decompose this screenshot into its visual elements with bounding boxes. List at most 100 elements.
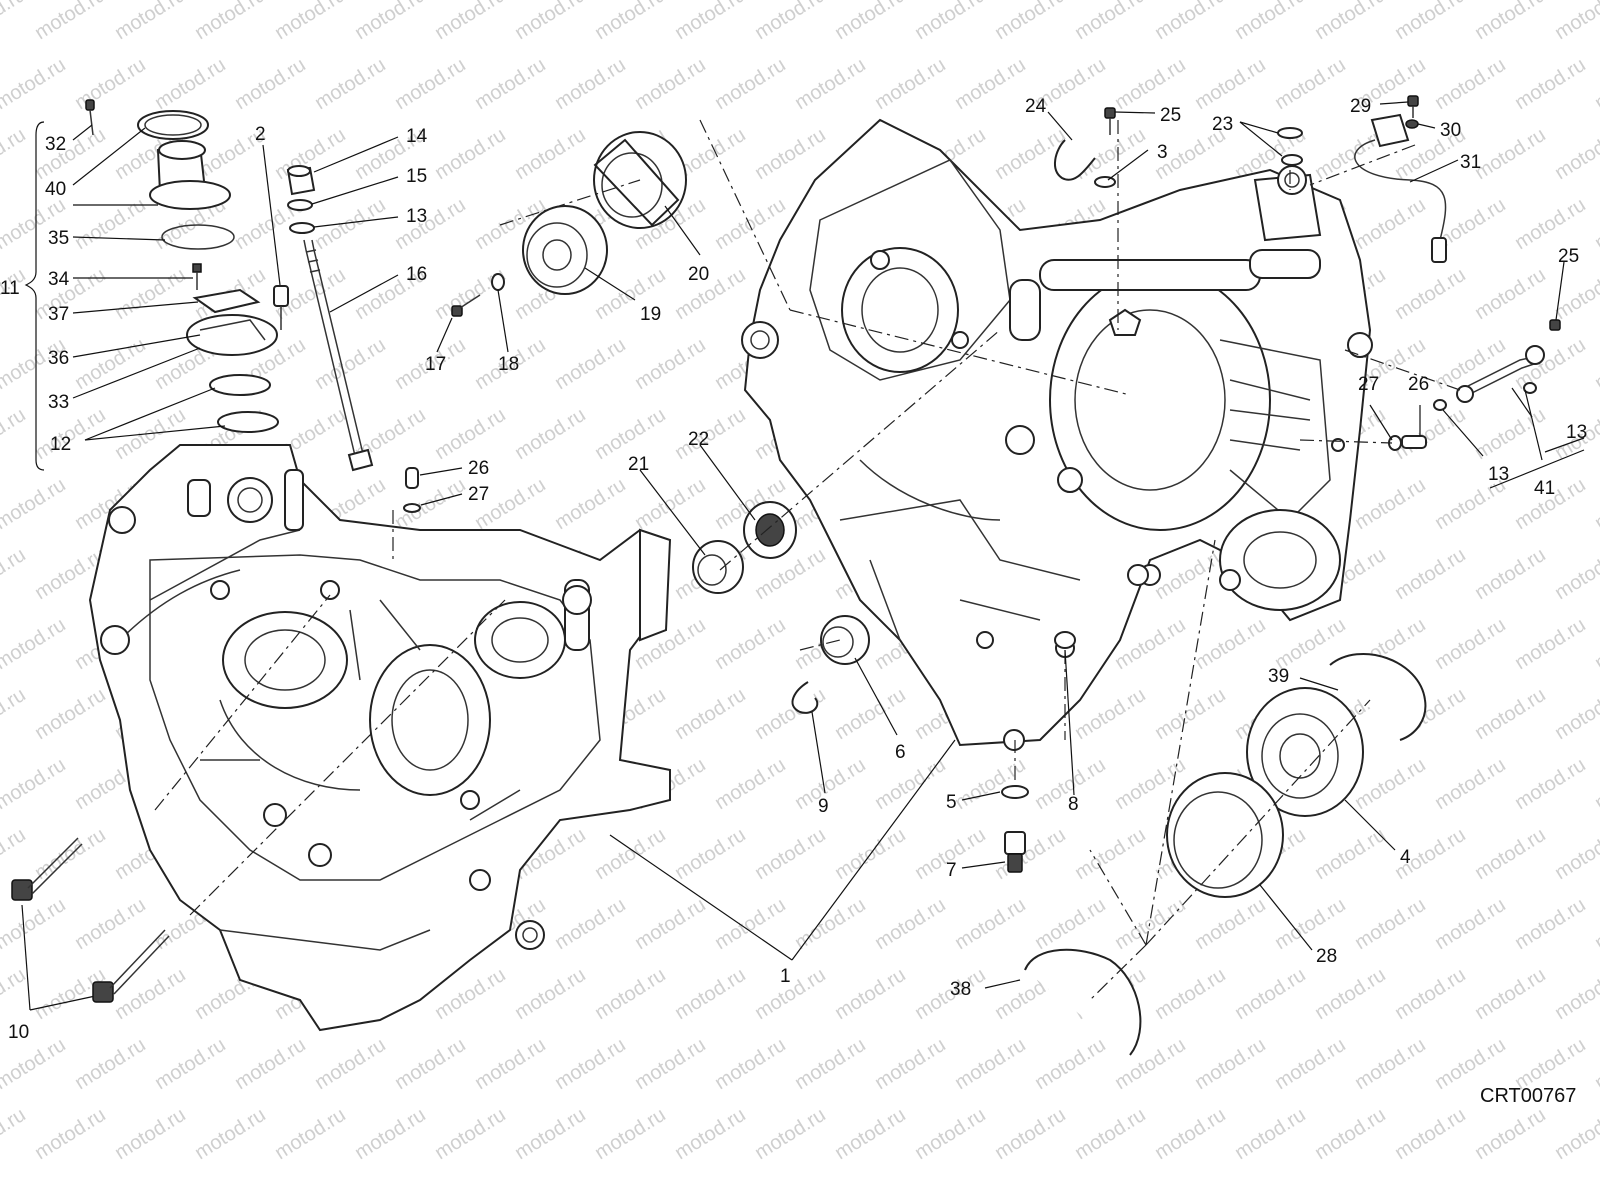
callout-30: 30 (1440, 120, 1461, 141)
watermark-text: motod.ru (551, 1034, 630, 1094)
watermark-text: motod.ru (1511, 894, 1590, 954)
callout-19: 19 (640, 304, 661, 325)
watermark-text: motod.ru (1391, 964, 1470, 1024)
watermark-text: motod.ru (1311, 1104, 1390, 1164)
watermark-text: motod.ru (1471, 684, 1550, 744)
watermark-text: motod.ru (551, 894, 630, 954)
watermark-text: motod.ru (1151, 1104, 1230, 1164)
watermark-text: motod.ru (951, 54, 1030, 114)
watermark-text: motod.ru (1311, 0, 1390, 44)
bolts-10 (11, 837, 170, 1003)
watermark-text: motod.ru (0, 964, 30, 1024)
watermark-text: motod.ru (751, 824, 830, 884)
watermark-text: motod.ru (311, 54, 390, 114)
watermark-text: motod.ru (31, 0, 110, 44)
watermark-text: motod.ru (991, 1104, 1070, 1164)
callout-12: 12 (50, 434, 71, 455)
watermark-text: motod.ru (31, 124, 110, 184)
callout-35: 35 (48, 228, 69, 249)
callout-1: 1 (780, 966, 791, 987)
watermark-text: motod.ru (431, 1104, 510, 1164)
callout-7: 7 (946, 860, 957, 881)
watermark-text: motod.ru (751, 1104, 830, 1164)
watermark-text: motod.ru (911, 1104, 990, 1164)
watermark-text: motod.ru (951, 754, 1030, 814)
watermark-text: motod.ru (1591, 614, 1600, 674)
watermark-text: motod.ru (791, 54, 870, 114)
watermark-text: motod.ru (111, 264, 190, 324)
watermark-text: motod.ru (311, 1034, 390, 1094)
watermark-text: motod.ru (831, 684, 910, 744)
watermark-text: motod.ru (1351, 194, 1430, 254)
watermark-text: motod.ru (671, 684, 750, 744)
watermark-text: motod.ru (671, 964, 750, 1024)
callout-34: 34 (48, 269, 70, 290)
watermark-text: motod.ru (231, 54, 310, 114)
watermark-text: motod.ru (1271, 894, 1350, 954)
watermark-text: motod.ru (71, 334, 150, 394)
watermark-text: motod.ru (551, 474, 630, 534)
callout-40: 40 (45, 179, 66, 200)
watermark-text: motod.ru (431, 264, 510, 324)
callout-23: 23 (1212, 114, 1233, 135)
watermark-text: motod.ru (0, 614, 70, 674)
callout-16: 16 (406, 264, 427, 285)
watermark-text: motod.ru (31, 1104, 110, 1164)
callout-26-repeat: 26 (1408, 374, 1429, 395)
watermark-text: motod.ru (0, 824, 30, 884)
watermark-text: motod.ru (71, 1034, 150, 1094)
watermark-text: motod.ru (471, 1034, 550, 1094)
watermark-text: motod.ru (591, 824, 670, 884)
watermark-text: motod.ru (1551, 544, 1600, 604)
watermark-text: motod.ru (1071, 0, 1150, 44)
watermark-text: motod.ru (711, 614, 790, 674)
watermark-text: motod.ru (1431, 614, 1510, 674)
callout-29: 29 (1350, 96, 1371, 117)
watermark-text: motod.ru (391, 474, 470, 534)
assembly-centerlines (154, 119, 1461, 1001)
watermark-text: motod.ru (1191, 54, 1270, 114)
watermark-text: motod.ru (1551, 124, 1600, 184)
watermark-text: motod.ru (1351, 894, 1430, 954)
watermark-text: motod.ru (1431, 894, 1510, 954)
watermark-text: motod.ru (1191, 614, 1270, 674)
watermark-text: motod.ru (351, 0, 430, 44)
watermark-text: motod.ru (1231, 1104, 1310, 1164)
watermark-text: motod.ru (391, 194, 470, 254)
watermark-text: motod.ru (791, 1034, 870, 1094)
watermark-text: motod.ru (631, 334, 710, 394)
watermark-text: motod.ru (71, 194, 150, 254)
watermark-text: motod.ru (711, 1034, 790, 1094)
stud-and-nut-parts (273, 165, 505, 513)
watermark-text: motod.ru (1551, 1104, 1600, 1164)
callout-9: 9 (818, 796, 829, 817)
callout-11: 11 (0, 278, 20, 299)
watermark-text: motod.ru (1431, 754, 1510, 814)
watermark-text: motod.ru (1551, 964, 1600, 1024)
watermark-text: motod.ru (1071, 1104, 1150, 1164)
watermark-text: motod.ru (1391, 404, 1470, 464)
watermark-text: motod.ru (831, 0, 910, 44)
watermark-text: motod.ru (31, 684, 110, 744)
watermark-text: motod.ru (1471, 124, 1550, 184)
callout-33: 33 (48, 392, 69, 413)
watermark-text: motod.ru (1031, 1034, 1110, 1094)
watermark-text: motod.ru (591, 1104, 670, 1164)
callout-4: 4 (1400, 847, 1411, 868)
watermark-text: motod.ru (1591, 754, 1600, 814)
watermark-text: motod.ru (1551, 684, 1600, 744)
watermark-text: motod.ru (391, 1034, 470, 1094)
watermark-text: motod.ru (71, 54, 150, 114)
callout-22: 22 (688, 429, 709, 450)
watermark-text: motod.ru (1471, 264, 1550, 324)
watermark-text: motod.ru (551, 54, 630, 114)
left-crankcase-half (88, 444, 672, 1032)
callout-36: 36 (48, 348, 69, 369)
watermark-text: motod.ru (1591, 474, 1600, 534)
watermark-text: motod.ru (951, 1034, 1030, 1094)
callout-15: 15 (406, 166, 427, 187)
callout-25: 25 (1160, 105, 1181, 126)
watermark-text: motod.ru (1591, 334, 1600, 394)
watermark-text: motod.ru (1151, 964, 1230, 1024)
watermark-text: motod.ru (1271, 1034, 1350, 1094)
